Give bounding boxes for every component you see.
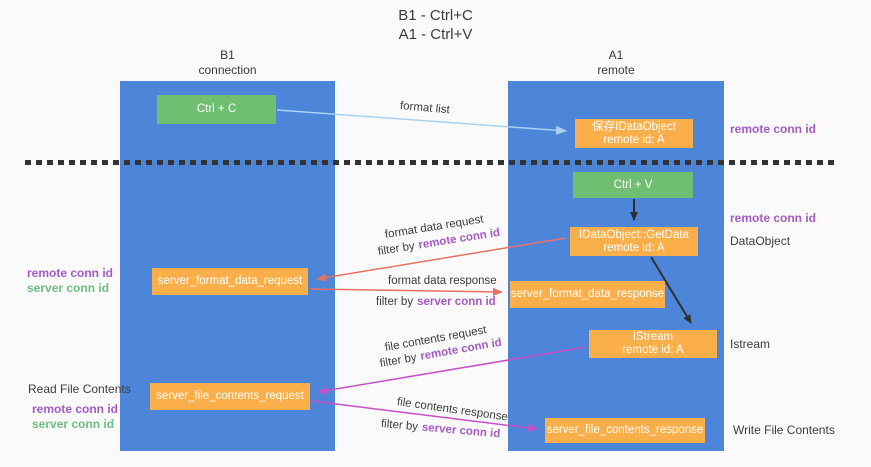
server-conn-id-keyword: server conn id	[417, 296, 496, 308]
left-server-conn-id-annotation-2: server conn id	[32, 417, 115, 431]
server-file-contents-request-label: server_file_contents_request	[156, 390, 304, 402]
format-list-label: format list	[399, 100, 451, 117]
istream-annotation: Istream	[730, 337, 771, 351]
server-file-contents-response-box: server_file_contents_response	[545, 418, 705, 443]
read-file-contents-annotation: Read File Contents	[28, 382, 131, 396]
idataobject-getdata-box: IDataObject::GetData remote id: A	[570, 227, 698, 256]
filter-by-text: filter by	[378, 351, 418, 370]
getdata-remote-id: remote id: A	[603, 241, 665, 254]
filter-by-text: filter by	[377, 240, 416, 258]
filter-by-text: filter by	[380, 418, 419, 434]
write-file-contents-annotation: Write File Contents	[733, 423, 835, 437]
diagram-title: B1 - Ctrl+C A1 - Ctrl+V	[0, 6, 871, 44]
left-remote-conn-id-annotation-2: remote conn id	[32, 402, 119, 416]
remote-conn-id-annotation-top: remote conn id	[730, 122, 817, 136]
lifeline-header-a1: A1 remote	[508, 48, 724, 78]
format-data-response-label: format data response	[388, 275, 497, 287]
format-data-response-arrow	[309, 287, 503, 296]
save-dataobject-label: 保存IDataObject	[592, 120, 676, 133]
server-conn-id-keyword: server conn id	[421, 421, 501, 441]
lifeline-b1-role: connection	[198, 63, 257, 77]
left-server-conn-id-annotation-1: server conn id	[27, 281, 110, 295]
file-contents-response-label: file contents response	[396, 396, 509, 424]
istream-box: IStream remote id: A	[589, 330, 717, 358]
ctrl-c-label: Ctrl + C	[196, 103, 237, 115]
save-dataobject-box: 保存IDataObject remote id: A	[575, 119, 693, 148]
remote-conn-id-annotation-mid: remote conn id	[730, 211, 817, 225]
server-format-data-response-label: server_format_data_response	[510, 288, 665, 300]
ctrl-c-box: Ctrl + C	[157, 95, 276, 124]
server-file-contents-response-label: server_file_contents_response	[546, 424, 704, 436]
lifeline-a1-role: remote	[597, 63, 635, 77]
server-file-contents-request-box: server_file_contents_request	[150, 383, 310, 410]
server-format-data-response-box: server_format_data_response	[510, 281, 665, 308]
save-dataobject-remote-id: remote id: A	[603, 133, 665, 146]
lifeline-a1-name: A1	[608, 48, 624, 62]
ctrl-v-box: Ctrl + V	[573, 172, 693, 198]
istream-remote-id: remote id: A	[622, 344, 684, 356]
lifeline-b1-name: B1	[220, 48, 235, 62]
left-remote-conn-id-annotation-1: remote conn id	[27, 266, 114, 280]
lifeline-header-b1: B1 connection	[120, 48, 335, 78]
istream-label: IStream	[632, 331, 674, 343]
filter-by-text: filter by	[376, 296, 414, 308]
ctrl-v-label: Ctrl + V	[613, 178, 653, 191]
getdata-label: IDataObject::GetData	[579, 228, 689, 241]
dataobject-annotation: DataObject	[730, 234, 791, 248]
server-format-data-request-box: server_format_data_request	[152, 268, 308, 295]
session-divider-dashed-line	[25, 160, 835, 165]
diagram-title-line2: A1 - Ctrl+V	[398, 26, 473, 43]
diagram-title-line1: B1 - Ctrl+C	[398, 7, 473, 24]
server-format-data-request-label: server_format_data_request	[157, 275, 303, 287]
